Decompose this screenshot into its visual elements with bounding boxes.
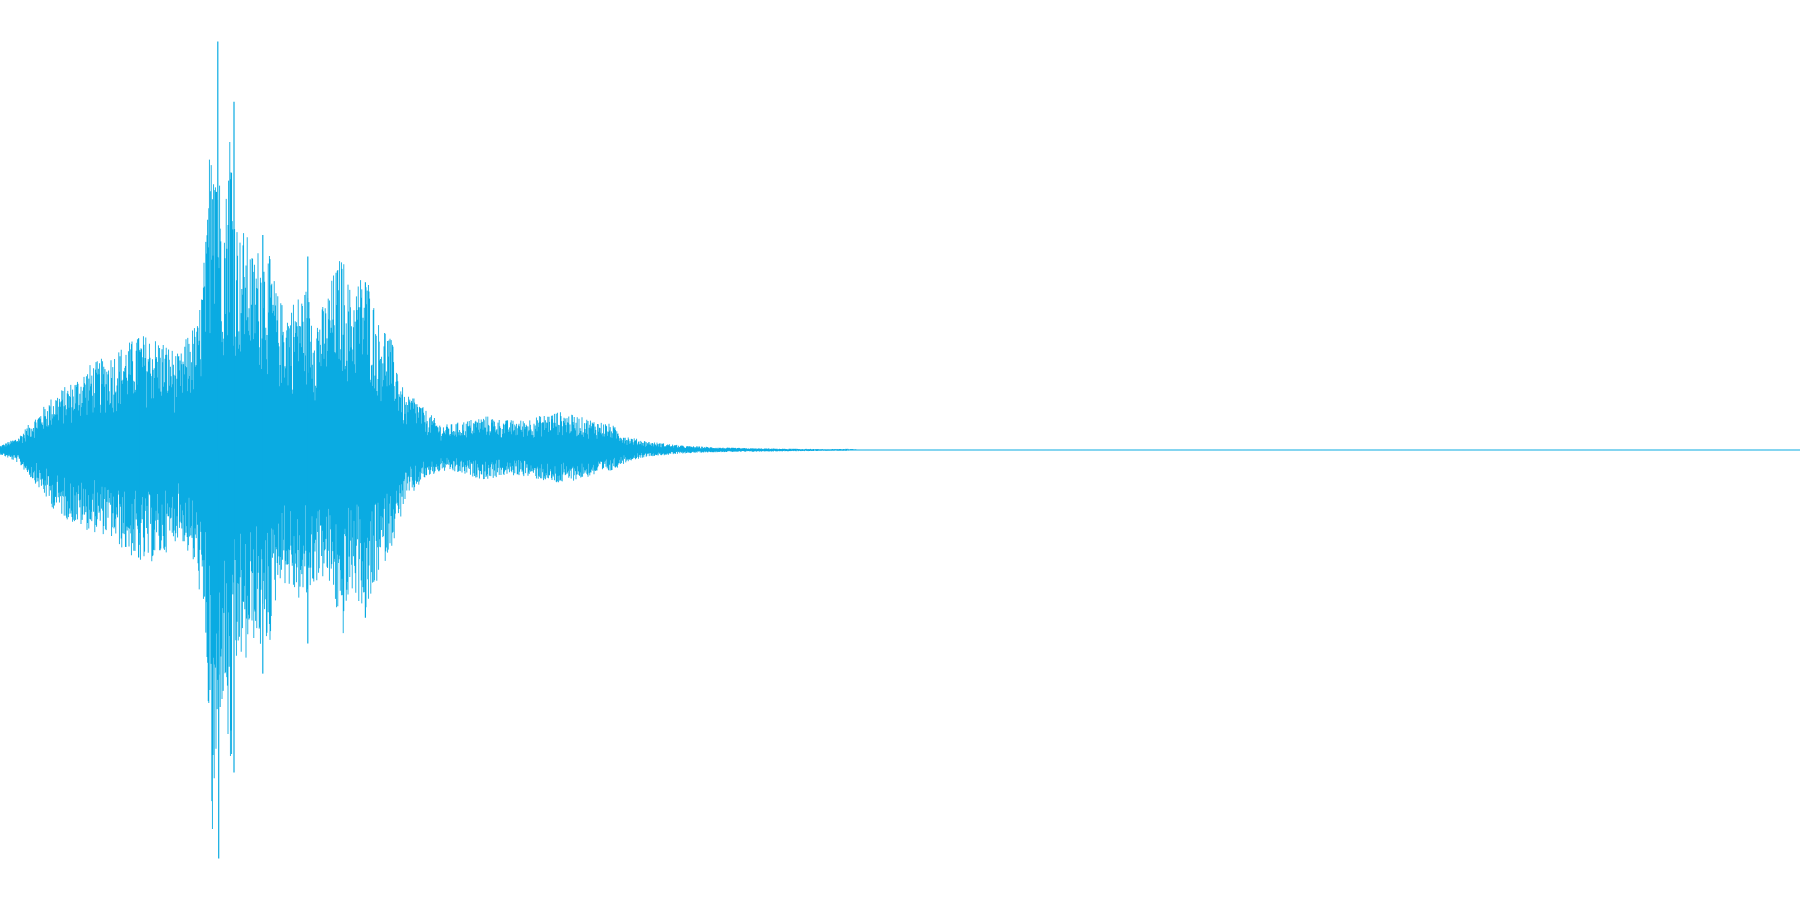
peak-layer <box>138 41 366 859</box>
waveform-layer <box>0 142 1800 829</box>
waveform-samples <box>0 142 1800 829</box>
